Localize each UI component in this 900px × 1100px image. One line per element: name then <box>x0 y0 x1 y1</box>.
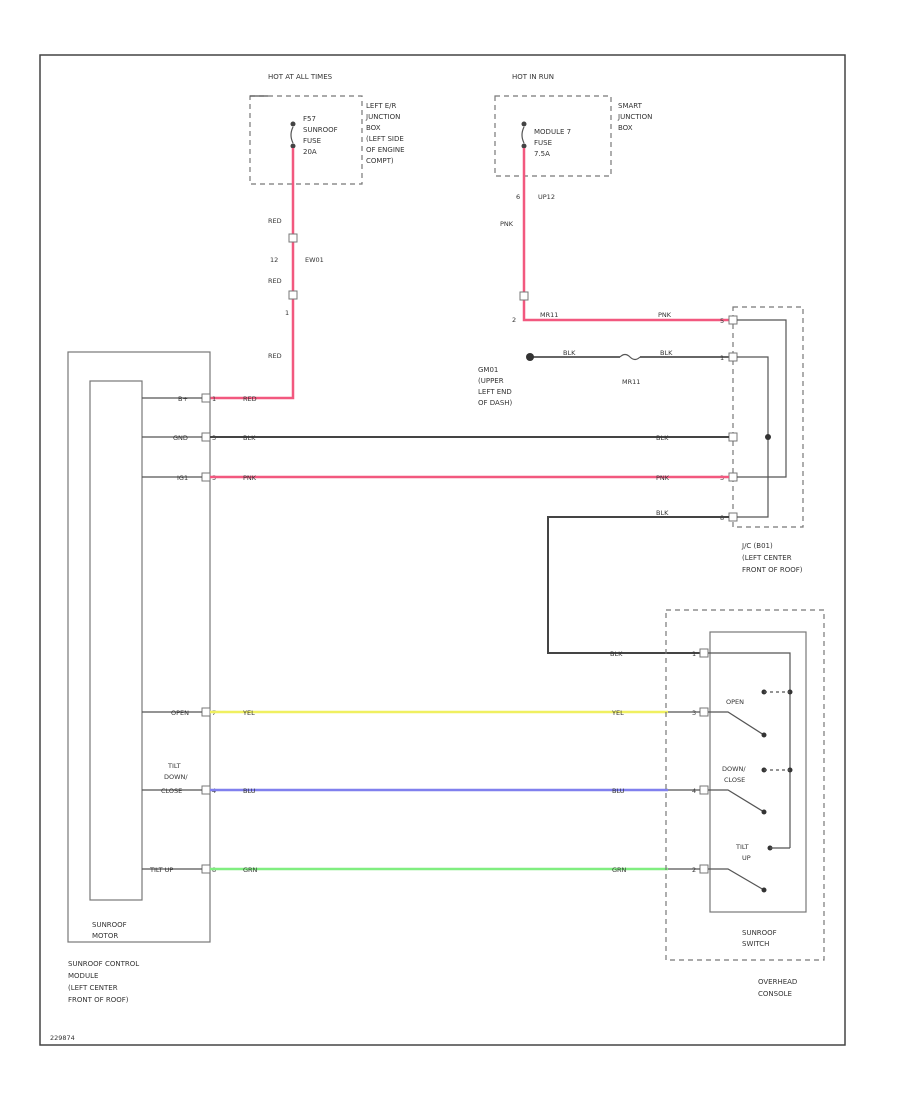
sw-close: CLOSE <box>724 776 745 784</box>
red-label-3: RED <box>268 352 282 360</box>
sw-up: UP <box>742 854 751 862</box>
red-label-4: RED <box>243 395 257 403</box>
left-jb-line2: JUNCTION <box>365 113 400 121</box>
fuse-right-line1: MODULE 7 <box>534 128 571 136</box>
pnk-feed-wire <box>522 148 730 322</box>
fuse-left-line1: F57 <box>303 115 316 123</box>
red-wire <box>205 148 295 400</box>
pin-1-label: 1 <box>285 309 289 317</box>
blk-label-4: BLK <box>610 650 623 658</box>
fuse-left-line2: SUNROOF <box>303 126 338 134</box>
blk-switch-wire <box>547 516 729 654</box>
pnk-label-1: PNK <box>500 220 514 228</box>
red-label-1: RED <box>268 217 282 225</box>
motor-line1: SUNROOF <box>92 921 127 929</box>
left-jb-line3: BOX <box>366 124 381 132</box>
module-line3: (LEFT CENTER <box>68 984 118 992</box>
blk-label-ground-2: BLK <box>660 349 673 357</box>
switch-line1: SUNROOF <box>742 929 777 937</box>
blk-label-1: BLK <box>243 434 256 442</box>
pnk-label-2: PNK <box>658 311 672 319</box>
ground-line2: (UPPER <box>478 377 504 385</box>
fuse-left-line4: 20A <box>303 148 317 156</box>
yel-label-2: YEL <box>611 709 624 717</box>
module-line2: MODULE <box>68 972 98 980</box>
figure-id: 229874 <box>50 1034 75 1042</box>
left-fuse-box: HOT AT ALL TIMES F57 SUNROOF FUSE 20A LE… <box>249 73 405 185</box>
up12-label: UP12 <box>538 193 555 201</box>
left-jb-line6: COMPT) <box>366 157 394 165</box>
smart-jb-line1: SMART <box>618 102 643 110</box>
pnk-label-4: PNK <box>656 474 670 482</box>
hot-label-right: HOT IN RUN <box>512 73 554 81</box>
red-label-2: RED <box>268 277 282 285</box>
motor-line2: MOTOR <box>92 932 118 940</box>
sw-open: OPEN <box>726 698 744 706</box>
jc-line3: FRONT OF ROOF) <box>742 566 803 574</box>
spin-1: 1 <box>692 650 696 658</box>
mpin-1: 1 <box>212 395 216 403</box>
spin-2: 2 <box>692 866 696 874</box>
smart-jb-line3: BOX <box>618 124 633 132</box>
sw-tilt: TILT <box>735 843 749 851</box>
pin-bplus: B+ <box>178 395 188 403</box>
sunroof-switch: 1 3 4 2 OPEN DOWN/ CLOSE TILT UP SUNROOF… <box>665 609 825 998</box>
pin-tilt: TILT <box>167 762 181 770</box>
ground-line3: LEFT END <box>478 388 512 396</box>
spin-3: 3 <box>692 709 696 717</box>
jc-line1: J/C (B01) <box>741 542 773 550</box>
pin-gnd: GND <box>173 434 188 442</box>
ground-line4: OF DASH) <box>478 399 513 407</box>
blk-label-ground-1: BLK <box>563 349 576 357</box>
pin-ig1: IG1 <box>177 474 188 482</box>
module-line4: FRONT OF ROOF) <box>68 996 129 1004</box>
pin-6-label: 6 <box>516 193 520 201</box>
switch-line2: SWITCH <box>742 940 769 948</box>
console-line2: CONSOLE <box>758 990 792 998</box>
console-line1: OVERHEAD <box>758 978 797 986</box>
spin-4: 4 <box>692 787 696 795</box>
sw-down: DOWN/ <box>722 765 746 773</box>
diagram-frame <box>39 54 846 1046</box>
pin-2-label: 2 <box>512 316 516 324</box>
fuse-left-line3: FUSE <box>303 137 321 145</box>
left-jb-line1: LEFT E/R <box>366 102 397 110</box>
pin-down: DOWN/ <box>164 773 188 781</box>
left-jb-line4: (LEFT SIDE <box>366 135 404 143</box>
sunroof-control-module: B+ GND IG1 OPEN TILT DOWN/ CLOSE TILT UP… <box>67 351 216 1004</box>
jc-pin-5: 5 <box>720 317 724 325</box>
grn-label-2: GRN <box>612 866 627 874</box>
ew01-label: EW01 <box>305 256 324 264</box>
yel-label-1: YEL <box>242 709 255 717</box>
grn-label-1: GRN <box>243 866 258 874</box>
module-line1: SUNROOF CONTROL <box>68 960 139 968</box>
hot-label-left: HOT AT ALL TIMES <box>268 73 333 81</box>
junction-connector: 5 1 3 8 J/C (B01) (LEFT CENTER FRONT OF … <box>720 306 804 574</box>
right-fuse-box: HOT IN RUN MODULE 7 FUSE 7.5A SMART JUNC… <box>494 73 652 177</box>
blu-label-1: BLU <box>243 787 256 795</box>
jc-pin-1: 1 <box>720 354 724 362</box>
fuse-right-line3: 7.5A <box>534 150 550 158</box>
pnk-label-3: PNK <box>243 474 257 482</box>
jc-line2: (LEFT CENTER <box>742 554 792 562</box>
pin-open: OPEN <box>171 709 189 717</box>
blk-label-3: BLK <box>656 509 669 517</box>
pin-12-label: 12 <box>270 256 278 264</box>
ground-line1: GM01 <box>478 366 498 374</box>
blu-label-2: BLU <box>612 787 625 795</box>
left-jb-line5: OF ENGINE <box>366 146 405 154</box>
pin-tiltup: TILT UP <box>149 866 173 874</box>
wire-code-label: MR11 <box>540 311 558 319</box>
smart-jb-line2: JUNCTION <box>617 113 652 121</box>
splice-label: MR11 <box>622 378 640 386</box>
fuse-right-line2: FUSE <box>534 139 552 147</box>
pin-close: CLOSE <box>161 787 182 795</box>
blk-label-2: BLK <box>656 434 669 442</box>
